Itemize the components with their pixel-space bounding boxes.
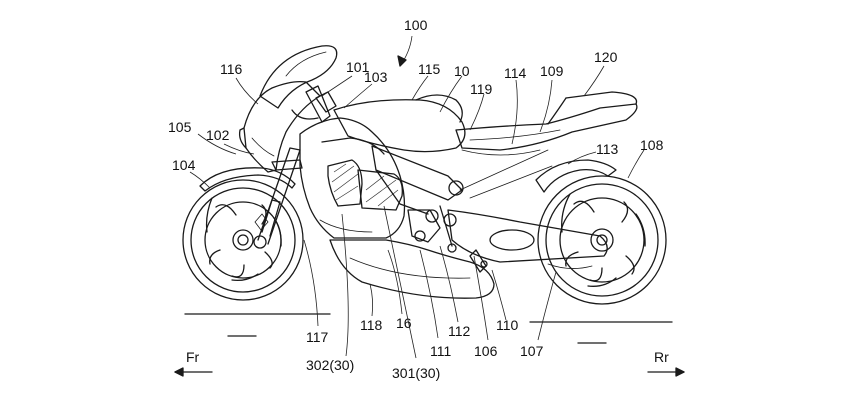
lower-cowl [329, 239, 495, 299]
reference-labels: 100 116 101 103 115 10 114 109 120 119 1… [168, 17, 669, 381]
label-118: 118 [360, 317, 383, 333]
brake-caliper [254, 213, 269, 231]
front-wheel [182, 179, 304, 301]
handlebar [291, 85, 337, 123]
label-100: 100 [404, 17, 428, 33]
label-109: 109 [540, 63, 564, 79]
label-16: 16 [396, 315, 412, 331]
label-103: 103 [364, 69, 388, 85]
label-104: 104 [172, 157, 196, 173]
fuel-tank [333, 99, 466, 153]
label-106: 106 [474, 343, 498, 359]
label-119: 119 [470, 81, 493, 97]
frame [371, 145, 464, 253]
label-120: 120 [594, 49, 618, 65]
label-117: 117 [306, 329, 329, 345]
side-fairing [299, 117, 406, 239]
front-cowl [243, 80, 321, 173]
front-fork [253, 147, 303, 249]
arrow-front [174, 367, 213, 377]
swingarm [447, 209, 608, 263]
ground-lines [184, 313, 673, 344]
label-105: 105 [168, 119, 192, 135]
label-111: 111 [430, 343, 451, 359]
leader-lines [189, 65, 645, 359]
subframe [459, 149, 553, 199]
label-101: 101 [346, 59, 370, 75]
label-113: 113 [596, 141, 619, 157]
label-116: 116 [220, 61, 243, 77]
rear-wheel [537, 175, 667, 305]
label-102: 102 [206, 127, 230, 143]
label-302: 302(30) [306, 357, 354, 373]
label-114: 114 [504, 65, 527, 81]
label-rear: Rr [654, 349, 669, 365]
label-10: 10 [454, 63, 470, 79]
front-fender [199, 167, 296, 192]
windscreen [259, 45, 338, 109]
assembly-arrow [397, 35, 413, 67]
label-108: 108 [640, 137, 664, 153]
label-110: 110 [496, 317, 519, 333]
label-115: 115 [418, 61, 441, 77]
label-107: 107 [520, 343, 544, 359]
label-301: 301(30) [392, 365, 440, 381]
label-front: Fr [186, 349, 200, 365]
seat-tail [455, 91, 638, 151]
label-112: 112 [448, 323, 471, 339]
rear-shock [469, 249, 488, 273]
air-duct [327, 159, 403, 211]
arrow-rear [647, 367, 685, 377]
